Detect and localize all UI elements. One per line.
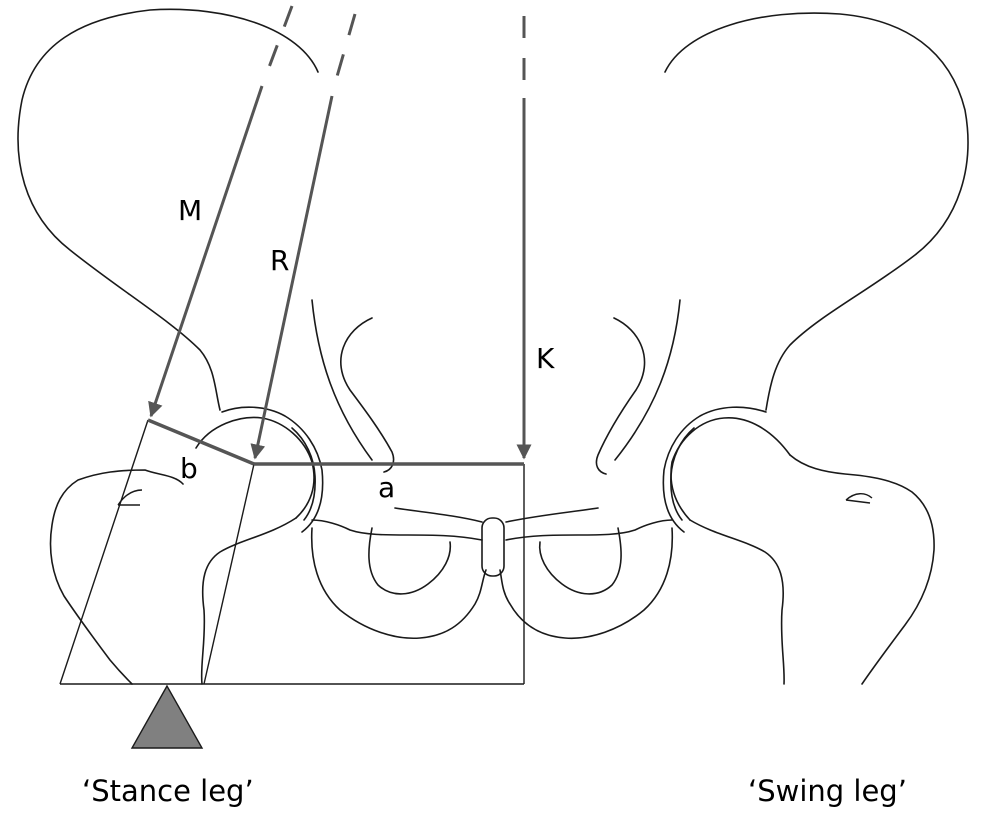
right-acetabulum [662,406,767,533]
left-trochanter-notch [117,489,143,506]
right-pelvic-brim [614,299,681,461]
force-r-dashed [334,13,357,81]
force-m-dashed [266,5,294,71]
right-femoral-head [670,417,791,521]
right-pubic-ramus [505,507,673,541]
r-line-extension [203,463,255,685]
force-r-arrow [250,95,334,460]
left-femur [200,517,297,685]
label-b: b [180,452,198,485]
left-sciatic-notch [340,317,395,473]
right-ischium [499,527,674,640]
m-line-extension [59,419,149,685]
left-pubic-ramus [311,507,483,541]
force-m-arrow [148,85,264,418]
label-k: K [536,342,555,375]
label-a: a [378,471,395,504]
right-sciatic-notch [595,317,646,475]
label-m: M [178,194,202,227]
left-acetabulum-inner [291,427,316,521]
right-femur [689,519,785,685]
left-femoral-head [195,416,315,519]
fulcrum-triangle [130,684,204,749]
right-trochanter-notch [845,493,873,504]
label-r: R [270,244,289,277]
right-ilium [664,12,969,411]
right-obturator-foramen [538,527,622,595]
left-ilium [17,8,319,411]
right-greater-trochanter [789,454,935,685]
label-swing-leg: ‘Swing leg’ [748,774,907,808]
left-ischium [310,527,487,640]
label-stance-leg: ‘Stance leg’ [82,774,254,808]
left-acetabulum [221,406,324,533]
left-greater-trochanter [49,469,184,685]
lever-arm-b [147,418,255,466]
left-pelvic-brim [311,299,373,461]
left-obturator-foramen [368,527,452,595]
pubic-symphysis [481,517,505,577]
